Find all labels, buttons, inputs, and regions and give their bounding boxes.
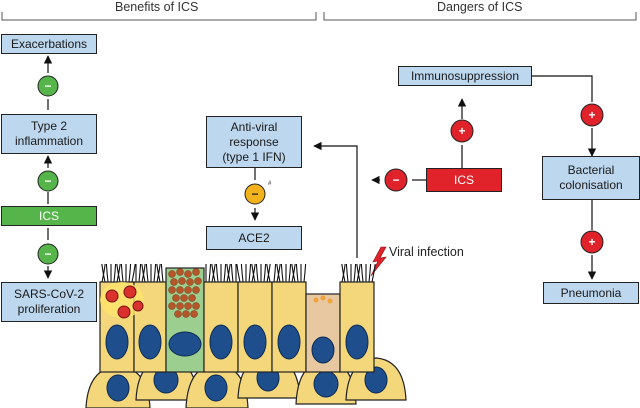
svg-text:−: − (392, 173, 399, 187)
sign-glyphs: − − − − − + + + (44, 79, 595, 261)
svg-text:−: − (44, 247, 51, 261)
epithelium (85, 263, 407, 408)
plus-sign-red-2 (580, 103, 604, 127)
orange-dots (313, 295, 333, 304)
header-rules (1, 12, 637, 21)
minus-sign-green-1 (37, 75, 59, 97)
svg-text:+: + (588, 108, 595, 122)
box-bacterial-colonisation: Bacterial colonisation (542, 156, 640, 200)
lightning-bolt-icon (370, 246, 387, 277)
svg-text:−: − (44, 79, 51, 93)
right-arrows (457, 75, 597, 280)
middle-arrows (250, 141, 426, 258)
footnote-mark: # (268, 181, 272, 187)
basal-nuclei (106, 364, 388, 402)
columnar-nuclei (105, 324, 369, 364)
svg-text:−: − (251, 187, 258, 201)
box-ace2: ACE2 (206, 226, 302, 250)
virus-particles (105, 285, 144, 319)
box-ics-green: ICS (1, 206, 97, 226)
header-benefits: Benefits of ICS (115, 0, 199, 14)
plus-sign-red-3 (580, 230, 604, 254)
box-immunosuppression: Immunosuppression (398, 66, 532, 86)
goblet-granules (168, 268, 202, 318)
box-ics-red: ICS (426, 168, 502, 192)
cilia (101, 263, 376, 283)
box-sars-cov2: SARS-CoV-2 proliferation (1, 282, 97, 322)
minus-sign-green-3 (37, 243, 59, 265)
box-pneumonia: Pneumonia (543, 282, 639, 304)
sign-circles (37, 75, 604, 265)
minus-sign-amber (244, 183, 266, 205)
svg-text:+: + (458, 124, 465, 138)
plus-sign-red-1 (450, 119, 474, 143)
minus-sign-red (384, 168, 408, 192)
svg-text:+: + (588, 235, 595, 249)
label-viral-infection: Viral infection (389, 245, 464, 259)
svg-text:−: − (44, 174, 51, 188)
box-type2-inflammation: Type 2 inflammation (1, 114, 97, 154)
box-exacerbations: Exacerbations (1, 34, 97, 54)
header-dangers: Dangers of ICS (437, 0, 523, 14)
box-antiviral-response: Anti-viral response (type 1 IFN) (206, 116, 302, 168)
minus-sign-green-2 (37, 170, 59, 192)
